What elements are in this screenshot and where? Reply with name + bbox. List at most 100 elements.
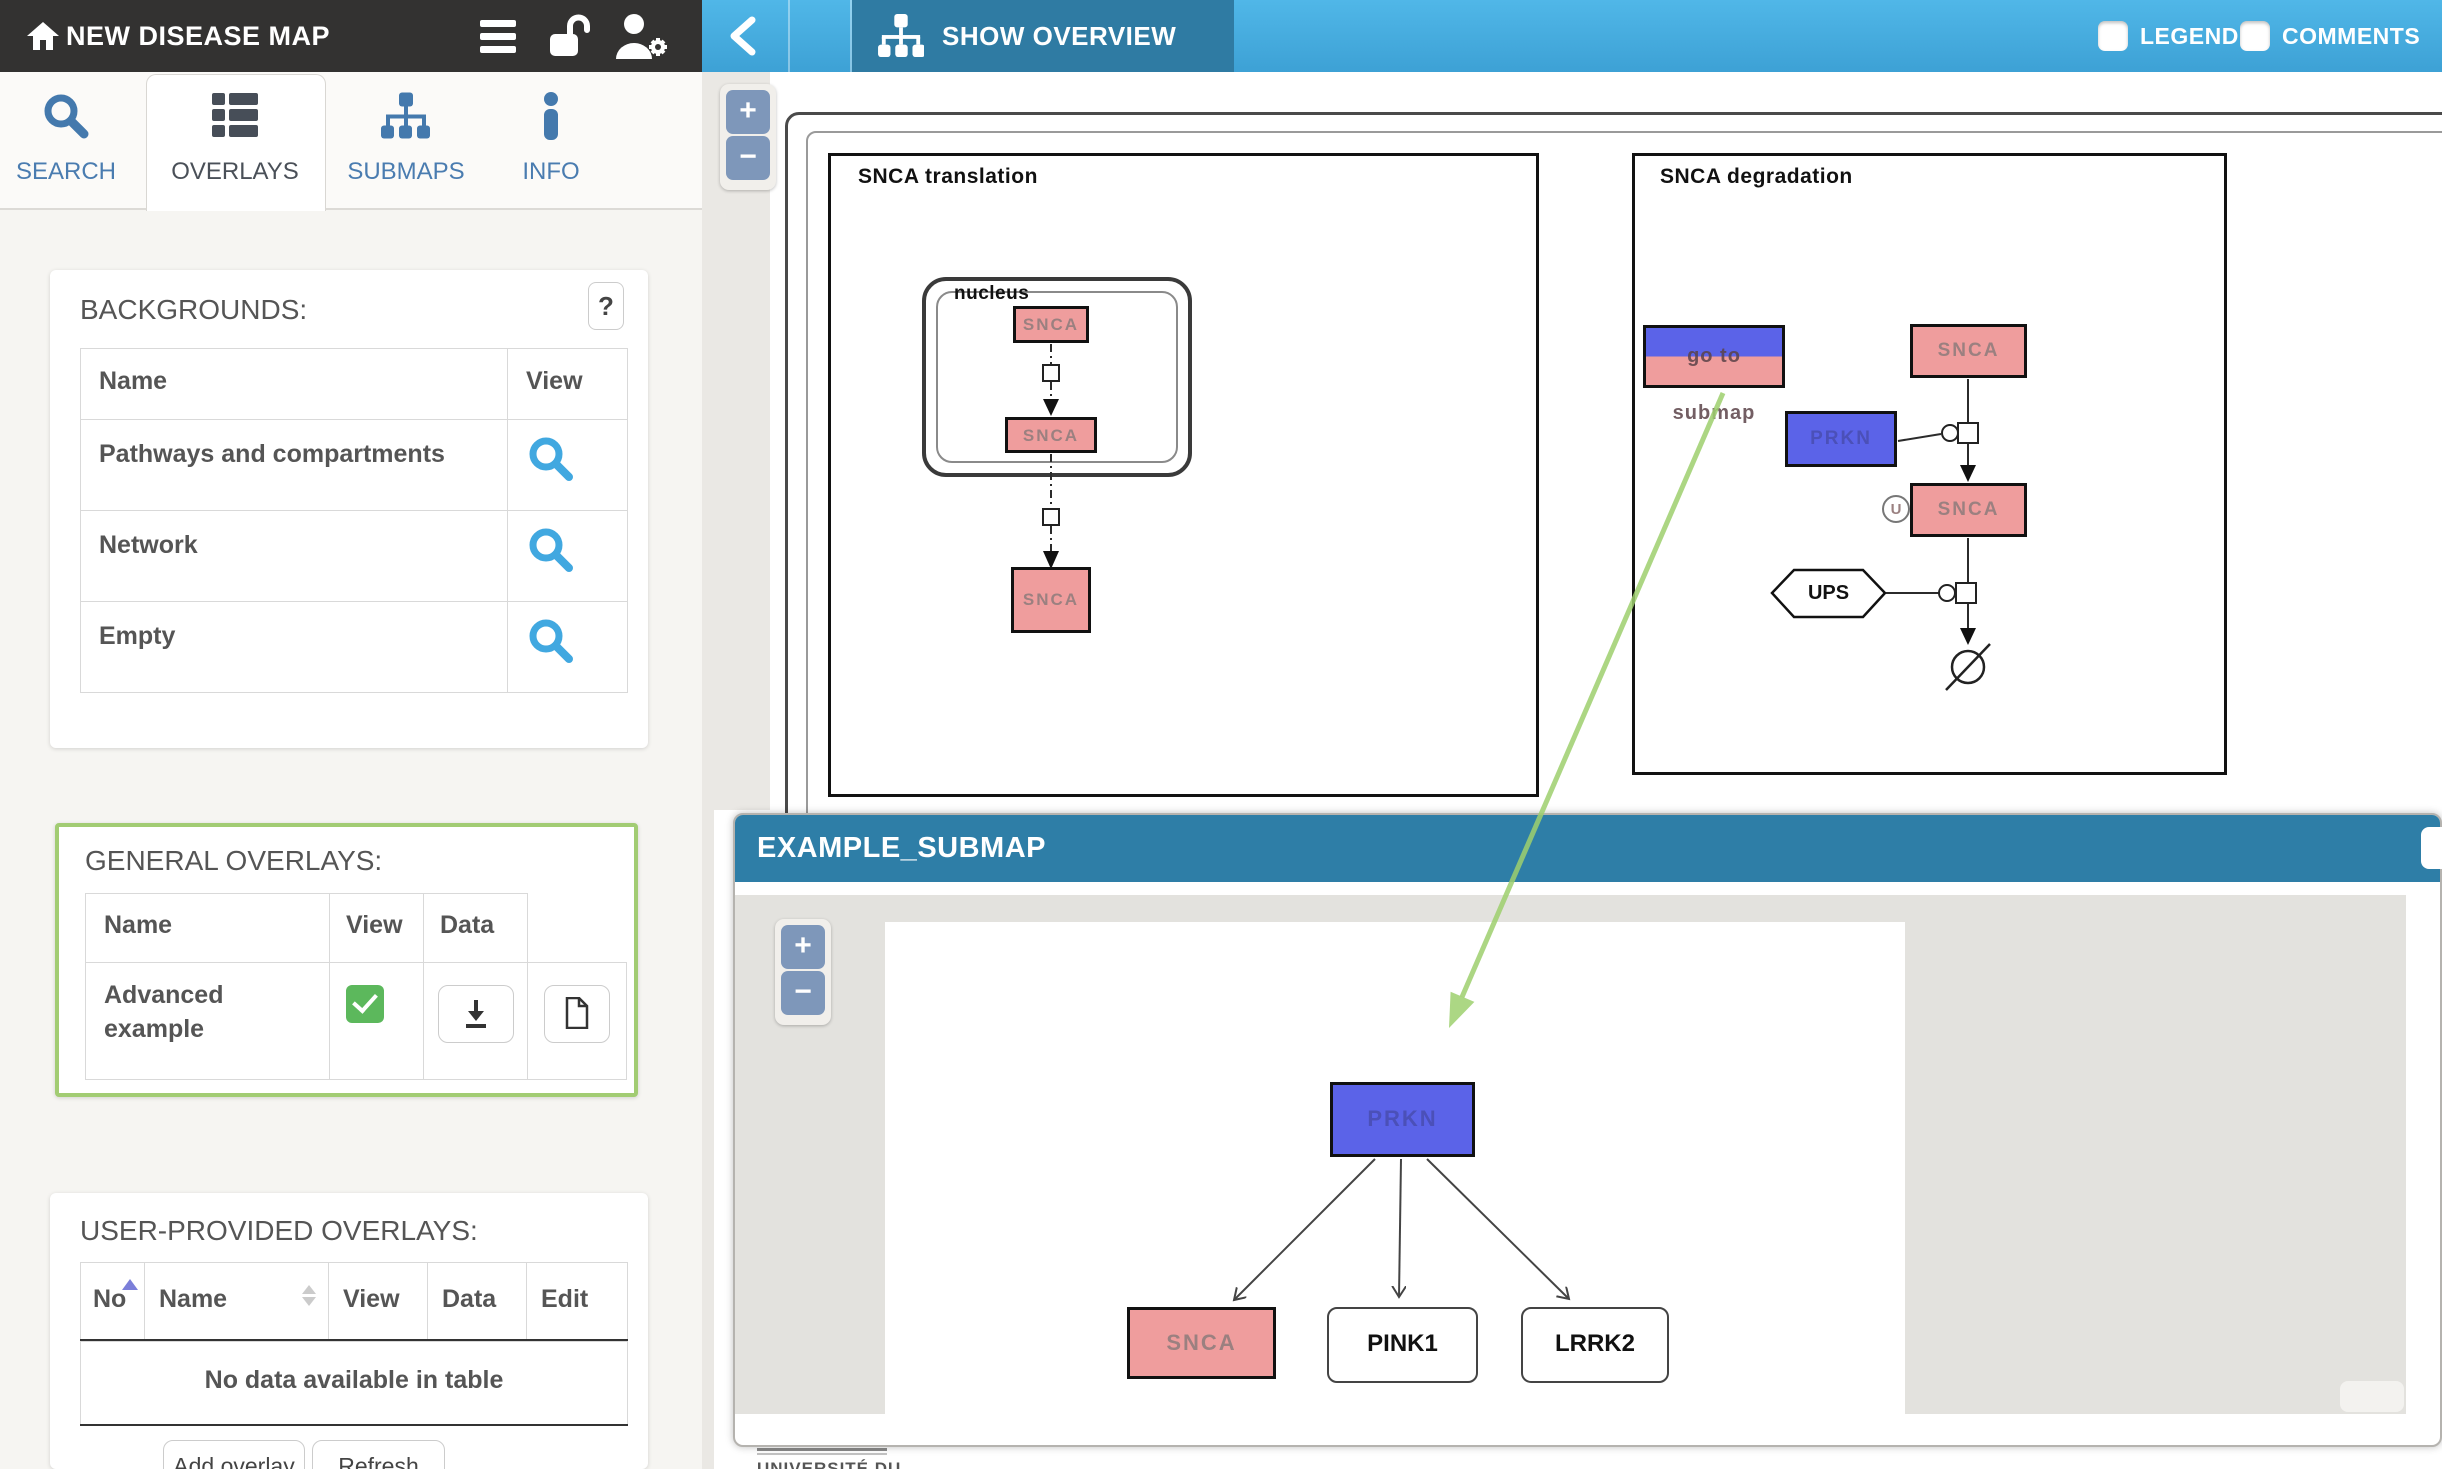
download-icon: [461, 998, 491, 1030]
submap-link-label: go to submap: [1646, 328, 1782, 385]
download-overlay-button[interactable]: [438, 985, 514, 1043]
general-overlays-title: GENERAL OVERLAYS:: [85, 845, 382, 877]
submap-window-title: EXAMPLE_SUBMAP: [757, 815, 1046, 882]
table-footer-divider: [80, 1424, 628, 1426]
complex-node-ups-label[interactable]: UPS: [1772, 570, 1885, 617]
zoom-in-button[interactable]: +: [726, 90, 770, 134]
column-header-view: View: [507, 348, 628, 420]
overlay-row-extra: [527, 962, 627, 1080]
submap-link-node[interactable]: go to submap: [1643, 325, 1785, 388]
magnifier-view-icon[interactable]: [528, 527, 574, 573]
node-label: PRKN: [1788, 414, 1894, 464]
node-label: SNCA: [1014, 570, 1088, 630]
compartment-title: SNCA translation: [858, 165, 1038, 189]
zoom-in-button[interactable]: +: [781, 925, 825, 969]
protein-node-snca[interactable]: SNCA: [1011, 567, 1091, 633]
overlays-icon: [212, 92, 258, 138]
protein-node-prkn[interactable]: PRKN: [1785, 411, 1897, 467]
app-title: NEW DISEASE MAP: [66, 0, 330, 72]
submap-node-prkn[interactable]: PRKN: [1330, 1082, 1475, 1157]
node-label: SNCA: [1913, 327, 2024, 375]
tab-label: SUBMAPS: [330, 158, 482, 186]
submap-attribution-box: [2340, 1381, 2404, 1412]
submap-node-snca[interactable]: SNCA: [1127, 1307, 1276, 1379]
column-header-data: Data: [423, 893, 528, 963]
comments-checkbox[interactable]: [2240, 21, 2270, 51]
map-zoom-control: + −: [720, 84, 776, 190]
home-icon[interactable]: [26, 21, 60, 51]
user-overlays-title: USER-PROVIDED OVERLAYS:: [80, 1215, 478, 1247]
show-overview-button[interactable]: SHOW OVERVIEW: [852, 0, 1234, 72]
overlay-view-checkbox[interactable]: [346, 985, 384, 1023]
collapse-panel-button[interactable]: [702, 0, 788, 72]
user-settings-icon[interactable]: [612, 12, 670, 60]
compartment-snca-degradation[interactable]: [1632, 153, 2227, 775]
backgrounds-title: BACKGROUNDS:: [80, 294, 307, 326]
column-header-view: View: [329, 893, 424, 963]
zoom-out-button[interactable]: −: [726, 136, 770, 180]
general-overlays-card: GENERAL OVERLAYS: Name View Data Advance…: [55, 823, 638, 1097]
search-icon: [42, 92, 90, 140]
gene-node-snca[interactable]: SNCA: [1013, 306, 1089, 343]
node-label: SNCA: [1913, 486, 2024, 534]
submap-node-lrrk2[interactable]: LRRK2: [1521, 1307, 1669, 1383]
sort-both-icon: [302, 1285, 316, 1306]
zoom-out-button[interactable]: −: [781, 971, 825, 1015]
legend-checkbox[interactable]: [2098, 21, 2128, 51]
user-overlays-card: USER-PROVIDED OVERLAYS: No Name View Dat…: [50, 1193, 648, 1469]
overlay-row-data: [423, 962, 528, 1080]
info-icon: [528, 92, 574, 140]
backgrounds-card: BACKGROUNDS: ? Name View Pathways and co…: [50, 270, 648, 748]
column-header-data[interactable]: Data: [427, 1262, 527, 1340]
column-header-no[interactable]: No: [80, 1262, 145, 1340]
ubiquitin-mark: U: [1882, 495, 1910, 523]
menu-icon[interactable]: [480, 20, 516, 53]
submaps-icon: [381, 92, 431, 140]
add-overlay-button[interactable]: Add overlay: [163, 1440, 305, 1469]
background-row-name: Network: [80, 510, 508, 602]
sort-ascending-icon: [122, 1279, 138, 1290]
magnifier-view-icon[interactable]: [528, 618, 574, 664]
submap-node-pink1[interactable]: PINK1: [1327, 1307, 1478, 1383]
sidebar-body: BACKGROUNDS: ? Name View Pathways and co…: [0, 208, 702, 1469]
empty-table-row: No data available in table: [80, 1341, 628, 1425]
column-header-view[interactable]: View: [328, 1262, 428, 1340]
help-button[interactable]: ?: [588, 282, 624, 330]
rna-node-snca[interactable]: SNCA: [1005, 417, 1097, 453]
compartment-snca-translation[interactable]: [828, 153, 1539, 797]
tab-search[interactable]: SEARCH: [6, 72, 126, 206]
node-label: PRKN: [1333, 1085, 1472, 1153]
tab-label: SEARCH: [6, 158, 126, 186]
sidebar-tabs: SEARCH OVERLAYS: [0, 72, 702, 210]
protein-node-snca-ub[interactable]: SNCA: [1910, 483, 2027, 537]
map-toolbar: SHOW OVERVIEW LEGEND COMMENTS: [702, 0, 2442, 72]
background-row-name: Pathways and compartments: [80, 419, 508, 511]
background-row-name: Empty: [80, 601, 508, 693]
tab-label: OVERLAYS: [146, 158, 324, 186]
column-header-name: Name: [85, 893, 330, 963]
magnifier-view-icon[interactable]: [528, 436, 574, 482]
chevron-left-icon: [722, 12, 770, 60]
background-row-view: [507, 601, 628, 693]
overlay-row-name: Advanced example: [85, 962, 330, 1080]
column-header-name: Name: [80, 348, 508, 420]
submap-window: EXAMPLE_SUBMAP + − PRKN SNCA PINK1: [733, 813, 2442, 1447]
submap-zoom-control: + −: [775, 919, 831, 1025]
protein-node-snca-top[interactable]: SNCA: [1910, 324, 2027, 378]
node-label: SNCA: [1016, 309, 1086, 341]
submap-window-header[interactable]: EXAMPLE_SUBMAP: [735, 815, 2440, 882]
tab-label: INFO: [505, 158, 597, 186]
unlock-icon[interactable]: [542, 12, 592, 60]
tab-overlays[interactable]: OVERLAYS: [146, 72, 324, 206]
column-header-edit[interactable]: Edit: [526, 1262, 628, 1340]
hierarchy-icon: [878, 14, 924, 58]
tab-info[interactable]: INFO: [505, 72, 597, 206]
node-label: SNCA: [1130, 1310, 1273, 1375]
map-left-gutter-lower: [702, 810, 714, 1469]
refresh-button[interactable]: Refresh: [312, 1440, 445, 1469]
compartment-title: SNCA degradation: [1660, 165, 1853, 189]
tab-submaps[interactable]: SUBMAPS: [330, 72, 482, 206]
background-row-view: [507, 419, 628, 511]
overlay-details-button[interactable]: [544, 985, 610, 1043]
submap-header-handle[interactable]: [2421, 827, 2442, 869]
